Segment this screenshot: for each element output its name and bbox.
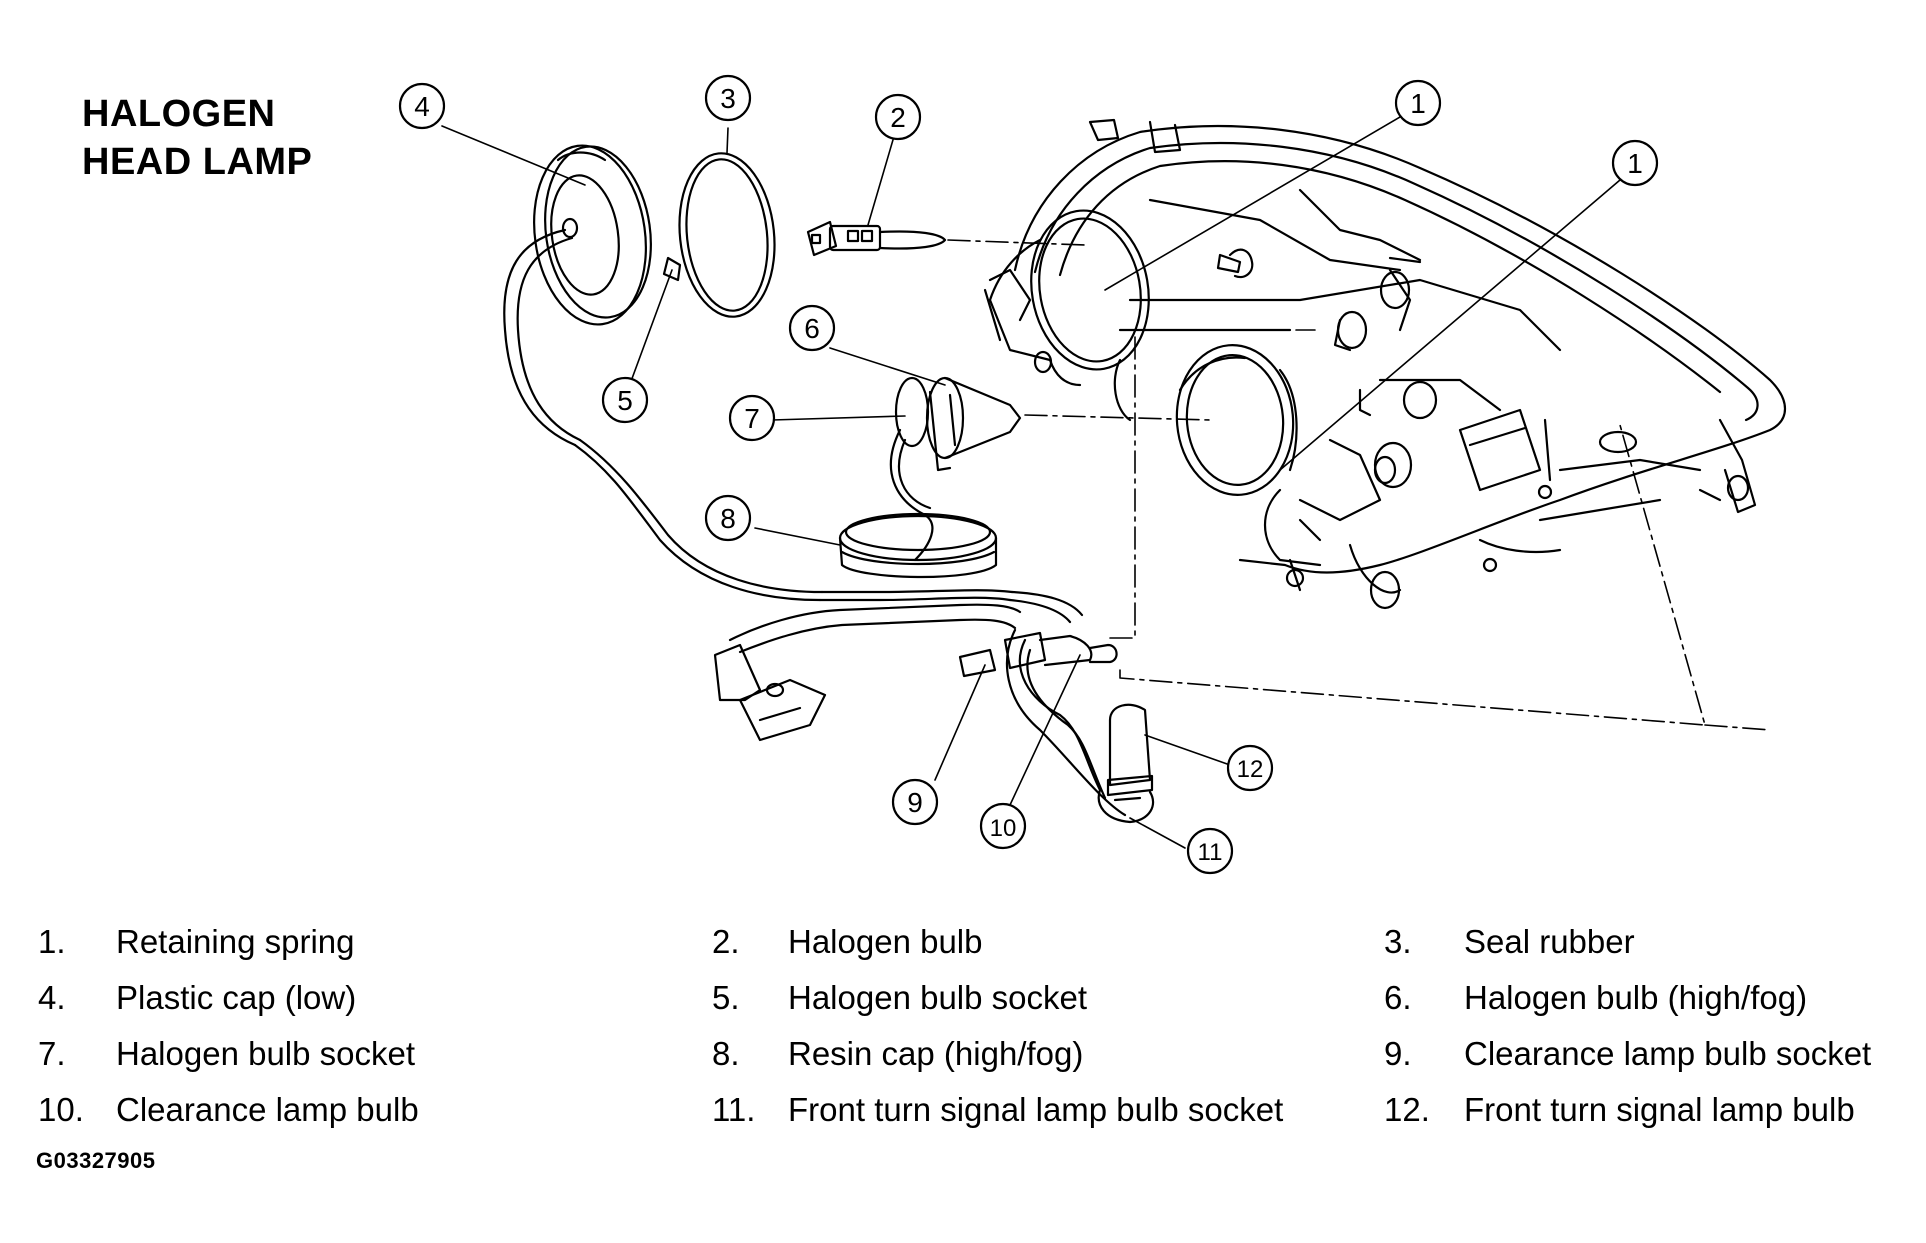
callout-7: 7 [728,394,776,442]
callout-10: 10 [979,802,1027,850]
callout-4-label: 4 [414,91,430,122]
callout-2-label: 2 [890,102,906,133]
callout-7-label: 7 [744,403,760,434]
callout-8-label: 8 [720,503,736,534]
leader-lines [441,116,1621,849]
callout-1a: 1 [1394,79,1442,127]
alignment-lines [947,239,1771,731]
diagram-title: HALOGEN HEAD LAMP [82,90,312,186]
callout-11: 11 [1186,827,1234,875]
callout-12: 12 [1226,744,1274,792]
callout-10-label: 10 [990,815,1017,842]
clearance-lamp-assembly [958,631,1118,678]
turn-signal-bulb [1097,703,1155,824]
callout-4: 4 [398,82,446,130]
callout-1b-label: 1 [1627,148,1643,179]
halogen-bulb-high-fog [894,376,1022,472]
callout-3: 3 [704,74,752,122]
callout-8: 8 [704,494,752,542]
wiring-harness [503,228,1127,817]
callout-3-label: 3 [720,83,736,114]
callout-12-label: 12 [1237,756,1264,783]
callout-6-label: 6 [804,313,820,344]
headlamp-housing [983,118,1786,610]
title-line-2: HEAD LAMP [82,141,313,183]
callout-5-label: 5 [617,385,633,416]
callout-11-label: 11 [1198,839,1223,866]
callout-5: 5 [601,376,649,424]
figure-code: G03327905 [36,1148,156,1173]
halogen-bulb-low [806,220,947,257]
callout-2: 2 [874,93,922,141]
callout-1a-label: 1 [1410,88,1426,119]
seal-rubber [678,152,776,318]
callout-9-label: 9 [907,787,923,818]
title-line-1: HALOGEN [82,93,276,135]
callout-1b: 1 [1611,139,1659,187]
callout-9: 9 [891,778,939,826]
resin-cap-high-fog [838,512,998,579]
callout-6: 6 [788,304,836,352]
